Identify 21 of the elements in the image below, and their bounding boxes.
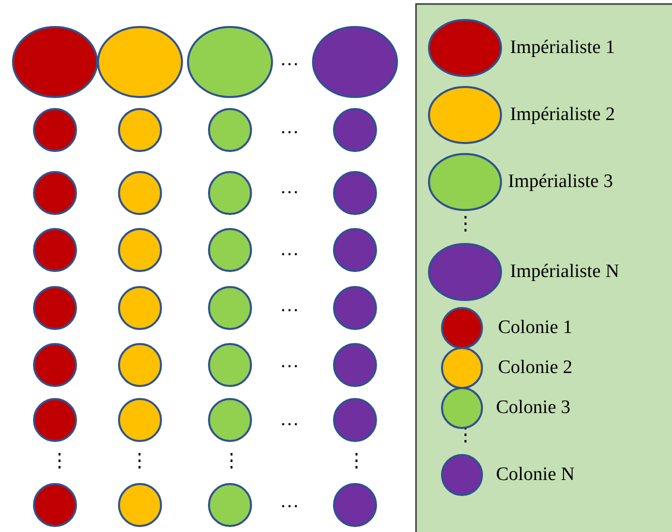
ellipsis-mark: …: [280, 295, 299, 317]
legend-label: Colonie 1: [498, 317, 572, 339]
ellipsis-mark: ⋮: [347, 451, 366, 473]
ellipsis-mark: …: [280, 409, 299, 431]
ellipsis-mark: …: [280, 351, 299, 373]
legend-label: Colonie 2: [498, 357, 572, 379]
ellipsis-mark: ⋮: [222, 451, 241, 473]
ellipsis-mark: …: [280, 177, 299, 199]
ellipsis-mark: …: [280, 491, 299, 513]
legend-label: Colonie N: [496, 464, 575, 486]
ellipsis-mark: …: [280, 239, 299, 261]
legend-label: Impérialiste 1: [510, 37, 615, 59]
ellipsis-mark: ⋮: [50, 451, 69, 473]
legend-label: Impérialiste 3: [508, 171, 613, 193]
legend-label: Impérialiste N: [510, 261, 620, 283]
legend-label: Colonie 3: [496, 397, 570, 419]
ellipsis-mark: …: [280, 49, 299, 71]
ellipsis-mark: …: [280, 117, 299, 139]
ellipsis-mark: ⋮: [130, 451, 149, 473]
ellipsis-mark: ⋮: [456, 214, 475, 236]
legend-label: Impérialiste 2: [510, 104, 615, 126]
